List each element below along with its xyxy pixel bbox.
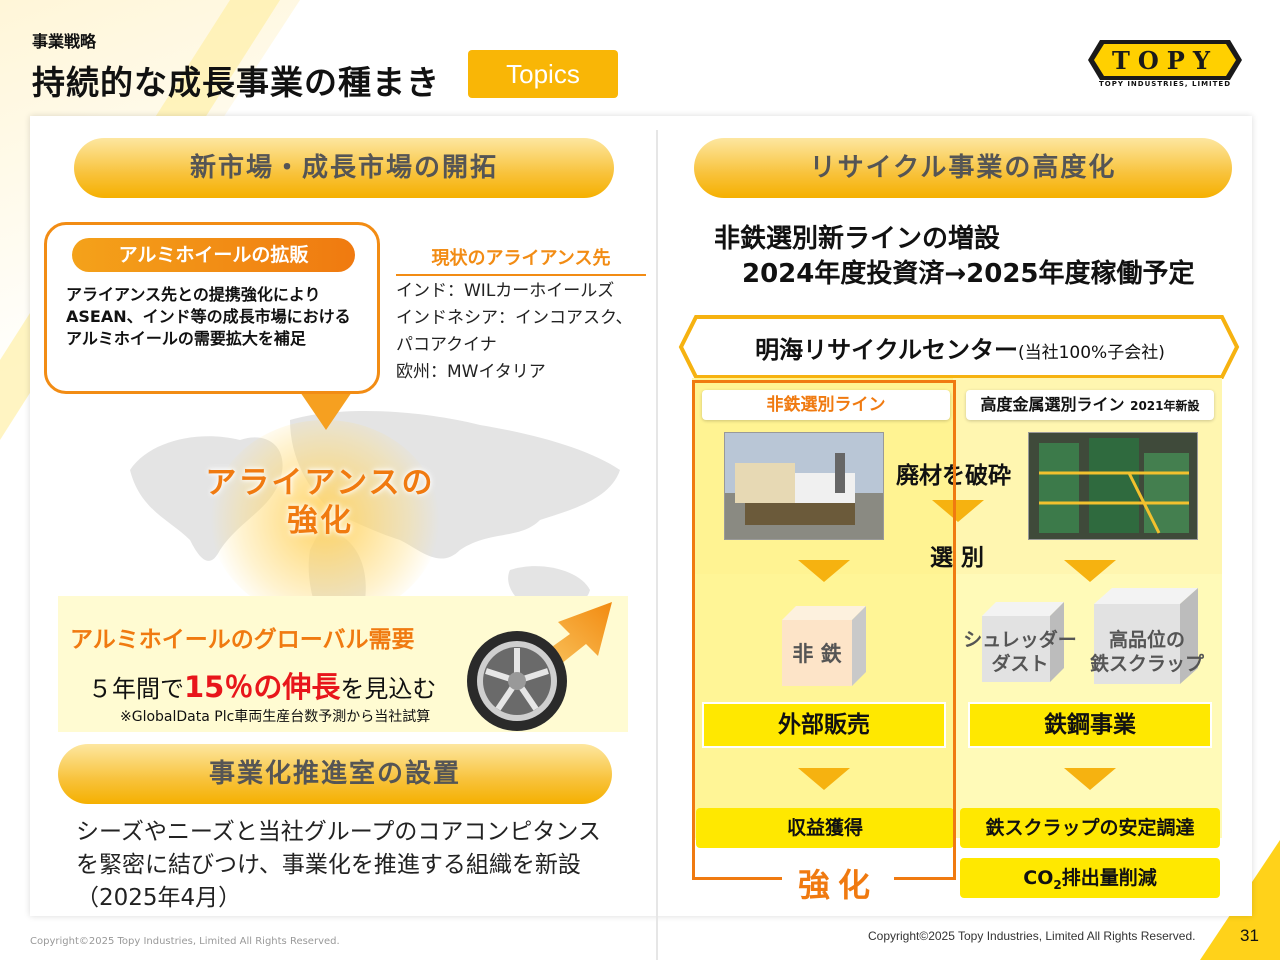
alliance-strengthen-label: アライアンスの 強化 xyxy=(190,464,450,540)
recycle-heading: 非鉄選別新ラインの増設 2024年度投資済→2025年度稼働予定 xyxy=(714,222,1195,292)
nonferrous-cube-label: 非 鉄 xyxy=(792,642,842,666)
dust-line2: ダスト xyxy=(991,653,1049,675)
alliance-heading: 現状のアライアンス先 xyxy=(396,244,646,276)
alu-wheel-heading: アルミホイールの拡販 xyxy=(72,238,355,272)
external-sales-box: 外部販売 xyxy=(702,702,946,748)
svg-text:TOPY: TOPY xyxy=(1112,46,1218,75)
crush-arrow-icon xyxy=(932,500,984,522)
biz-office-text: シーズやニーズと当社グループのコアコンピタンスを緊密に結びつけ、事業化を推進する… xyxy=(76,819,601,911)
logo-subtitle: TOPY INDUSTRIES, LIMITED xyxy=(1098,80,1232,88)
scrap-cube-label: 高品位の鉄スクラップ xyxy=(1082,628,1212,676)
demand-pre: ５年間で xyxy=(88,675,184,703)
biz-office-pill: 事業化推進室の設置 xyxy=(58,744,612,804)
scrap-line1: 高品位の xyxy=(1108,629,1185,651)
alu-wheel-text: アライアンス先との提携強化によりASEAN、インド等の成長市場におけるアルミホイ… xyxy=(66,285,351,348)
alliance-strong-line2: 強化 xyxy=(287,503,353,539)
meikai-sub: (当社100%子会社) xyxy=(1017,343,1165,363)
topy-logo: TOPY xyxy=(1088,40,1242,80)
alliance-glow xyxy=(210,420,440,620)
meikai-label: 明海リサイクルセンター(当社100%子会社) xyxy=(690,330,1230,365)
recycle-head-line1: 非鉄選別新ラインの増設 xyxy=(714,224,1001,254)
demand-forecast: ５年間で15％の伸長を見込む xyxy=(88,664,436,706)
list-item: インド：WILカーホイールズ xyxy=(396,281,615,301)
scrap-cube xyxy=(1094,588,1198,684)
nonferrous-cube xyxy=(782,606,866,686)
profit-result: 収益獲得 xyxy=(696,808,954,848)
topics-badge: Topics xyxy=(468,50,618,98)
list-item: インドネシア：インコアスク、 xyxy=(396,308,633,328)
strengthen-label: 強化 xyxy=(782,860,895,906)
recycle-pill: リサイクル事業の高度化 xyxy=(694,138,1232,198)
metal-arrow-icon xyxy=(1064,560,1116,582)
recycle-head-line2: 2024年度投資済→2025年度稼働予定 xyxy=(742,259,1195,289)
page-number: 31 xyxy=(1240,926,1259,945)
nonferrous-line-photo xyxy=(724,432,884,540)
demand-title: アルミホイールのグローバル需要 xyxy=(70,627,415,653)
sales-arrow-icon xyxy=(798,768,850,790)
list-item: パコアクイナ xyxy=(396,335,497,355)
co2-subscript: 2 xyxy=(1053,877,1062,892)
dust-cube xyxy=(982,602,1064,682)
metal-line-photo xyxy=(1028,432,1198,540)
metal-line-label: 高度金属選別ライン 2021年新設 xyxy=(966,390,1214,420)
metal-line-year: 2021年新設 xyxy=(1130,399,1200,413)
co2-text: CO xyxy=(1023,867,1054,889)
metal-line-name: 高度金属選別ライン xyxy=(980,395,1125,414)
copyright-left: Copyright©2025 Topy Industries, Limited … xyxy=(30,936,340,947)
alliance-list: インド：WILカーホイールズ インドネシア：インコアスク、 パコアクイナ 欧州：… xyxy=(396,278,632,386)
steel-business-box: 鉄鋼事業 xyxy=(968,702,1212,748)
steel-arrow-icon xyxy=(1064,768,1116,790)
column-divider xyxy=(656,130,658,960)
strengthen-frame xyxy=(692,380,956,880)
copyright-right: Copyright©2025 Topy Industries, Limited … xyxy=(868,929,1196,943)
sort-label: 選 別 xyxy=(930,545,985,571)
demand-note: ※GlobalData Plc車両生産台数予測から当社試算 xyxy=(120,709,431,725)
demand-post: を見込む xyxy=(340,675,437,703)
scrap-line2: 鉄スクラップ xyxy=(1089,653,1204,675)
dust-line1: シュレッダー xyxy=(963,629,1077,651)
scrap-procurement-result: 鉄スクラップの安定調達 xyxy=(960,808,1220,848)
nonferrous-arrow-icon xyxy=(798,560,850,582)
meikai-name: 明海リサイクルセンター xyxy=(755,336,1018,364)
list-item: 欧州：MWイタリア xyxy=(396,362,546,382)
new-market-pill: 新市場・成長市場の開拓 xyxy=(74,138,614,198)
co2-reduction-text: 排出量削減 xyxy=(1061,867,1157,889)
alloy-wheel-image xyxy=(467,631,567,731)
dust-cube-label: シュレッダーダスト xyxy=(962,628,1078,676)
section-label: 事業戦略 xyxy=(32,32,97,51)
page-title: 持続的な成長事業の種まき xyxy=(32,63,440,102)
nonferrous-line-label: 非鉄選別ライン xyxy=(702,390,950,420)
co2-reduction-result: CO2排出量削減 xyxy=(960,858,1220,898)
alliance-strong-line1: アライアンスの xyxy=(205,465,435,501)
meikai-banner xyxy=(678,315,1240,379)
demand-highlight: 15％の伸長 xyxy=(184,670,341,704)
